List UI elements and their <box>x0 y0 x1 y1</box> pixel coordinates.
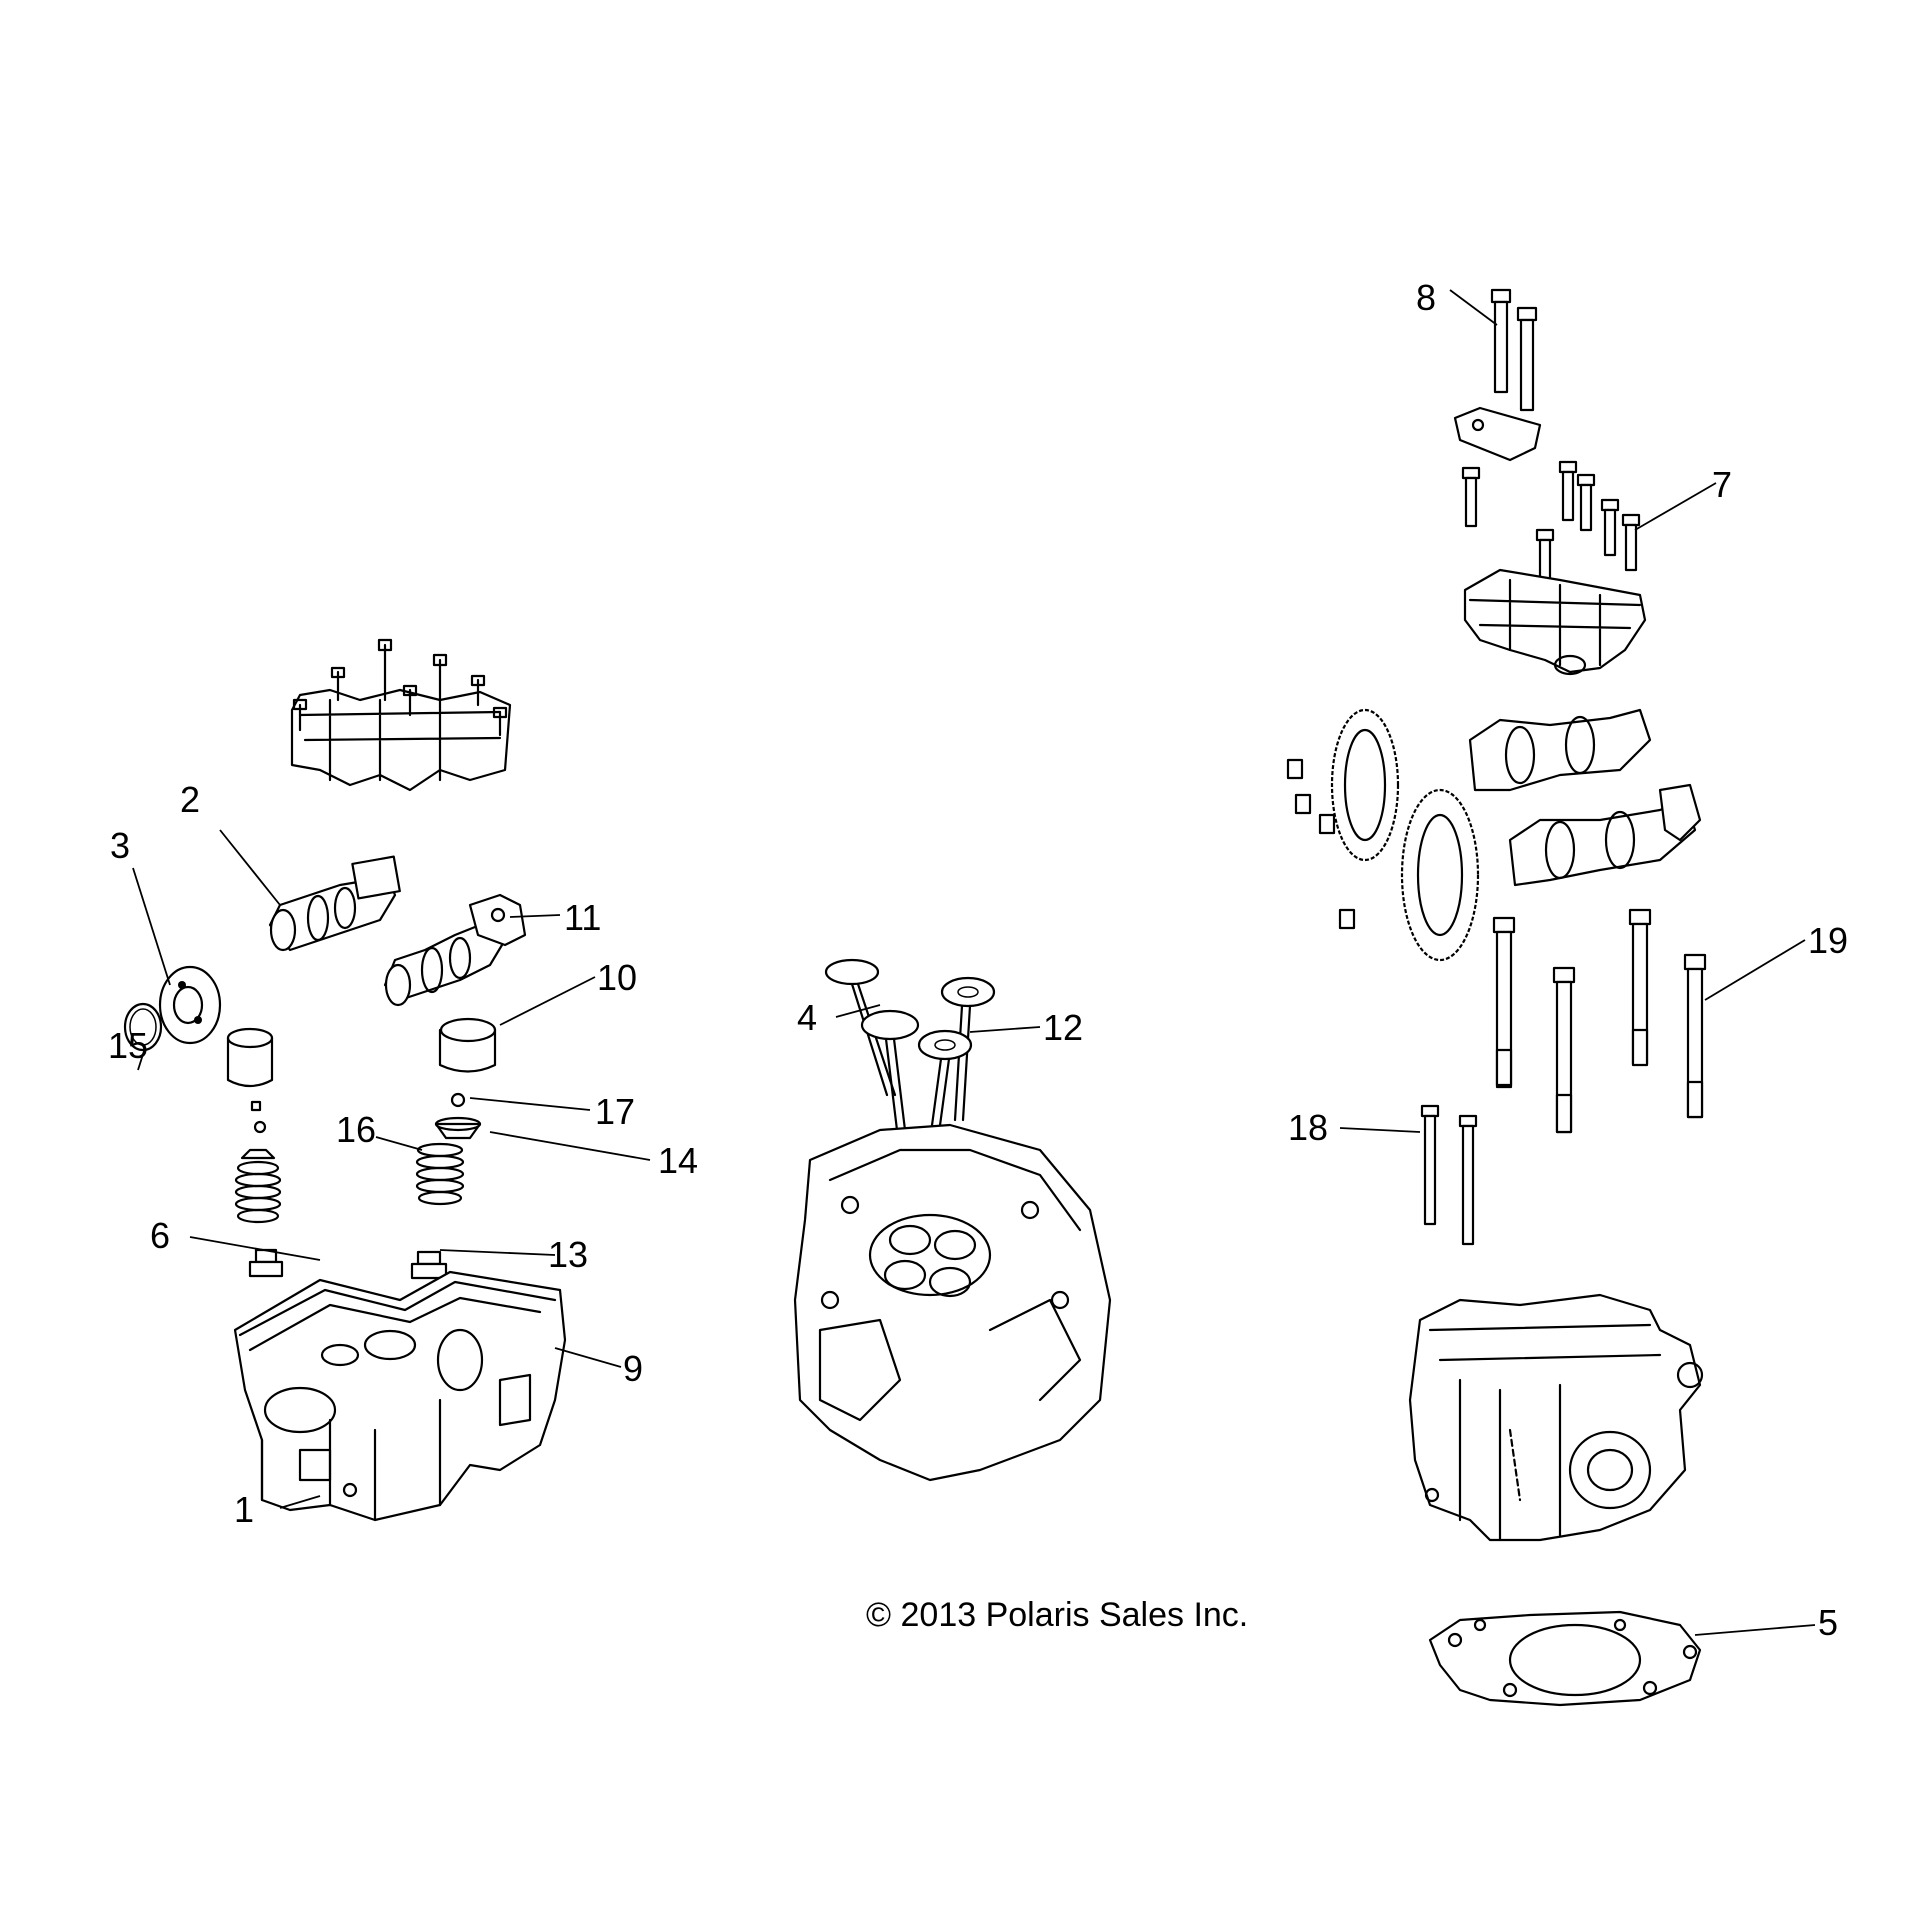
callout-18: 18 <box>1288 1107 1329 1148</box>
valve-seal-13 <box>410 1250 448 1280</box>
cylinder-head-right <box>1408 1293 1704 1542</box>
bolts-7 <box>1461 460 1641 587</box>
bucket-10 <box>438 1017 497 1073</box>
cam-gears-right <box>1330 708 1480 962</box>
callout-17: 17 <box>595 1091 636 1132</box>
callout-12: 12 <box>1043 1007 1084 1048</box>
callout-9: 9 <box>623 1348 644 1389</box>
cylinder-head-left <box>233 1270 567 1522</box>
callout-19: 19 <box>1808 920 1849 961</box>
cam-carrier-right <box>1463 568 1647 676</box>
leader-lines <box>132 289 1816 1636</box>
callout-11: 11 <box>564 897 602 938</box>
cam-sprocket-3 <box>158 965 222 1045</box>
callout-14: 14 <box>658 1140 699 1181</box>
callout-10: 10 <box>597 957 638 998</box>
callout-8: 8 <box>1416 277 1437 318</box>
callout-3: 3 <box>110 825 131 866</box>
head-gasket-5 <box>1428 1610 1702 1707</box>
retainer-14 <box>434 1116 482 1140</box>
bolts-8 <box>1490 288 1538 412</box>
valves-4-12 <box>824 958 996 1142</box>
callout-16: 16 <box>336 1109 377 1150</box>
small-bolts <box>1286 758 1356 930</box>
camshafts-right <box>1468 708 1702 887</box>
bolts-18 <box>1420 1104 1478 1246</box>
camshaft-2 <box>268 855 401 952</box>
cylinder-head-middle <box>793 1123 1112 1482</box>
head-bolts-19 <box>1492 908 1707 1134</box>
copyright-notice: © 2013 Polaris Sales Inc. <box>866 1596 1249 1634</box>
callout-1: 1 <box>234 1489 255 1530</box>
keeper-17 <box>450 1092 466 1108</box>
callout-6: 6 <box>150 1215 171 1256</box>
camshaft-11 <box>383 893 527 1007</box>
callout-4: 4 <box>797 997 818 1038</box>
cam-carrier-left <box>290 638 512 792</box>
callout-7: 7 <box>1712 464 1733 505</box>
valve-spring-16 <box>415 1142 465 1206</box>
callout-13: 13 <box>548 1234 589 1275</box>
callout-15: 15 <box>108 1025 149 1066</box>
callout-2: 2 <box>180 779 201 820</box>
snap-ring-15 <box>123 1002 163 1052</box>
valve-train-left <box>226 1027 284 1278</box>
callout-5: 5 <box>1818 1602 1839 1643</box>
bracket <box>1453 406 1542 462</box>
